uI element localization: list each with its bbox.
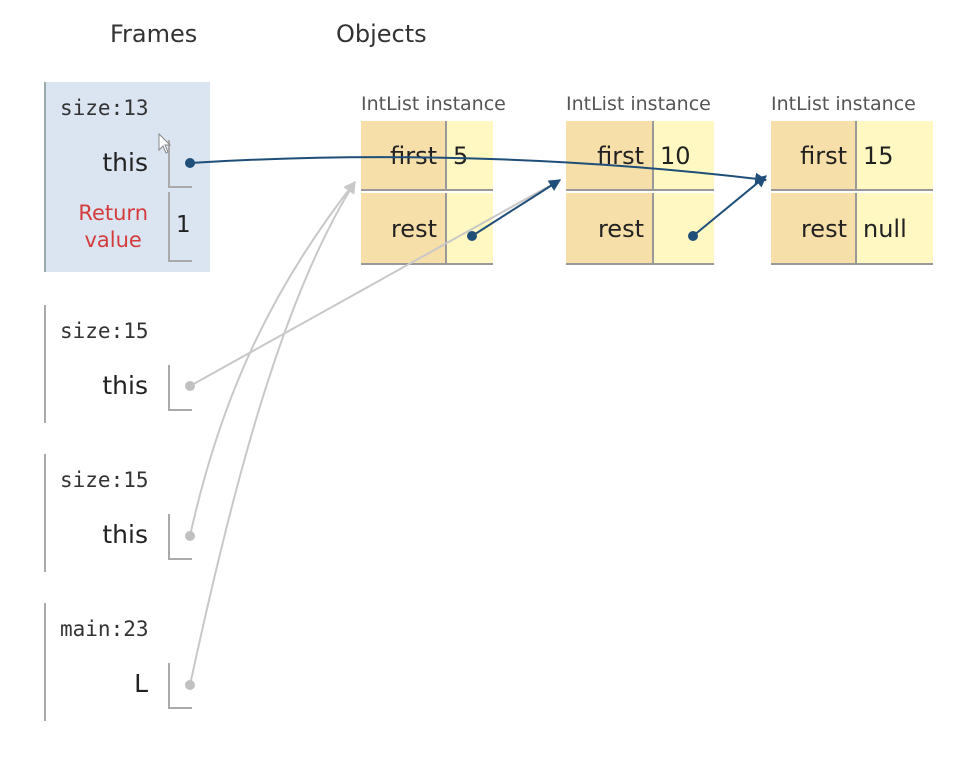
return-label-line-1: Return	[78, 201, 148, 225]
field-key-first: first	[566, 121, 652, 191]
arrow-main-L-to-obj1	[189, 180, 356, 686]
field-key-first: first	[361, 121, 445, 191]
var-value-box	[168, 140, 192, 188]
field-value-rest	[652, 193, 714, 265]
frame-name: main:23	[60, 617, 149, 641]
frame-name: size:15	[60, 468, 149, 492]
mouse-cursor-icon	[158, 133, 172, 154]
var-name-this: this	[102, 520, 148, 549]
frames-header: Frames	[110, 20, 198, 48]
field-value-first: 10	[652, 121, 714, 191]
object-label: IntList instance	[771, 93, 916, 115]
return-value: 1	[176, 212, 191, 238]
field-value-first: 15	[855, 121, 933, 191]
return-label-line-2: value	[84, 228, 142, 252]
frame-main-23[interactable]: main:23 L	[44, 603, 210, 721]
field-value-rest	[445, 193, 493, 265]
return-value-box	[168, 192, 192, 262]
var-name-this: this	[102, 148, 148, 177]
frame-size-13[interactable]: size:13 this Return value 1	[44, 82, 210, 272]
var-value-box	[168, 365, 192, 411]
field-key-rest: rest	[771, 193, 855, 265]
frame-size-15-a[interactable]: size:15 this	[44, 305, 210, 423]
frame-size-15-b[interactable]: size:15 this	[44, 454, 210, 572]
object-label: IntList instance	[361, 93, 506, 115]
object-label: IntList instance	[566, 93, 711, 115]
field-value-first: 5	[445, 121, 493, 191]
field-key-first: first	[771, 121, 855, 191]
arrow-frame2-this-to-obj1	[189, 181, 356, 537]
return-value-label: Return value	[78, 200, 148, 254]
frame-name: size:15	[60, 319, 149, 343]
var-value-box	[168, 514, 192, 560]
var-name-L: L	[134, 669, 148, 698]
field-value-rest: null	[855, 193, 933, 265]
frame-name: size:13	[60, 96, 149, 120]
var-name-this: this	[102, 371, 148, 400]
field-key-rest: rest	[361, 193, 445, 265]
objects-header: Objects	[336, 20, 427, 48]
var-value-box	[168, 663, 192, 709]
field-key-rest: rest	[566, 193, 652, 265]
